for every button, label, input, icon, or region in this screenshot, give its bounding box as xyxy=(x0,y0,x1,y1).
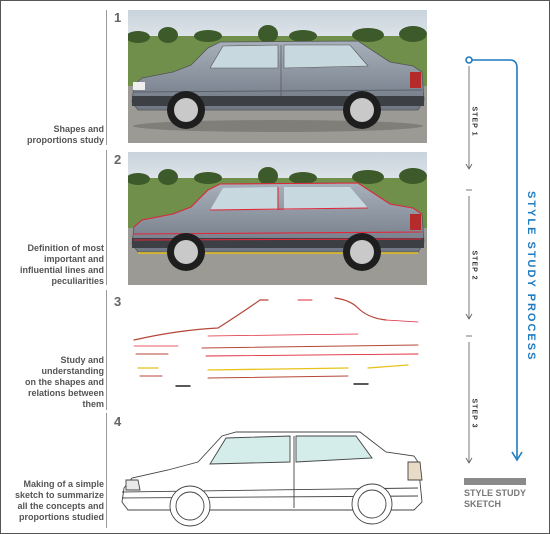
step-3-arrow-icon xyxy=(465,457,473,464)
caption-line: proportions study xyxy=(27,135,104,145)
separator-line-3 xyxy=(106,290,107,410)
caption-line: sketch to summarize xyxy=(14,490,104,500)
caption-step-2: Definition of most important and influen… xyxy=(20,243,104,287)
wheel-front xyxy=(167,91,205,129)
step-3-label: STEP 3 xyxy=(470,398,478,429)
line-study-drawing xyxy=(133,297,419,387)
caption-step-1: Shapes and proportions study xyxy=(27,124,104,146)
step-number-4: 4 xyxy=(114,414,122,429)
process-arrow-line xyxy=(472,59,518,458)
caption-line: on the shapes and xyxy=(24,377,104,387)
caption-line: them xyxy=(82,399,104,409)
separator-line-1 xyxy=(106,10,107,145)
step-number-3: 3 xyxy=(114,294,122,309)
sketch-result-line: SKETCH xyxy=(464,499,502,509)
caption-line: Study and xyxy=(60,355,104,365)
tree-line xyxy=(128,167,427,185)
step-number-1: 1 xyxy=(114,10,122,25)
caption-line: Shapes and xyxy=(53,124,104,134)
caption-line: relations between xyxy=(27,388,104,398)
caption-line: understanding xyxy=(41,366,105,376)
separator-line-2 xyxy=(106,150,107,285)
car-body xyxy=(131,40,425,111)
caption-line: peculiarities xyxy=(51,276,104,286)
process-label: STYLE STUDY PROCESS xyxy=(525,191,537,362)
car-photo-panel xyxy=(128,10,427,143)
caption-line: all the concepts and xyxy=(17,501,104,511)
caption-line: influential lines and xyxy=(19,265,104,275)
timeline-svg xyxy=(465,56,523,464)
caption-line: Definition of most xyxy=(27,243,105,253)
final-sketch-panel xyxy=(118,418,436,530)
sketch-result-line: STYLE STUDY xyxy=(464,488,527,498)
caption-step-3: Study and understanding on the shapes an… xyxy=(25,355,104,410)
extracted-lines-panel xyxy=(128,292,427,407)
sketch-result-label: STYLE STUDY SKETCH xyxy=(464,488,544,510)
caption-line: Making of a simple xyxy=(23,479,104,489)
tree-line xyxy=(128,25,427,43)
car-body xyxy=(131,182,425,253)
sketch-result-bar xyxy=(464,478,526,485)
step-1-arrow-icon xyxy=(465,163,473,170)
wheel-rear xyxy=(343,233,381,271)
caption-line: proportions studied xyxy=(19,512,104,522)
process-arrowhead-icon xyxy=(511,451,523,462)
car-sketch xyxy=(121,431,423,527)
caption-step-4: Making of a simple sketch to summarize a… xyxy=(15,479,104,523)
step-number-2: 2 xyxy=(114,152,122,167)
step-2-label: STEP 2 xyxy=(470,250,478,281)
step-2-arrow-icon xyxy=(465,313,473,320)
wheel-rear xyxy=(343,91,381,129)
step-1-label: STEP 1 xyxy=(470,106,478,137)
car-lines-photo-panel xyxy=(128,152,427,285)
process-start-dot xyxy=(465,56,473,64)
caption-line: important and xyxy=(44,254,104,264)
separator-line-4 xyxy=(106,413,107,528)
wheel-front xyxy=(167,233,205,271)
